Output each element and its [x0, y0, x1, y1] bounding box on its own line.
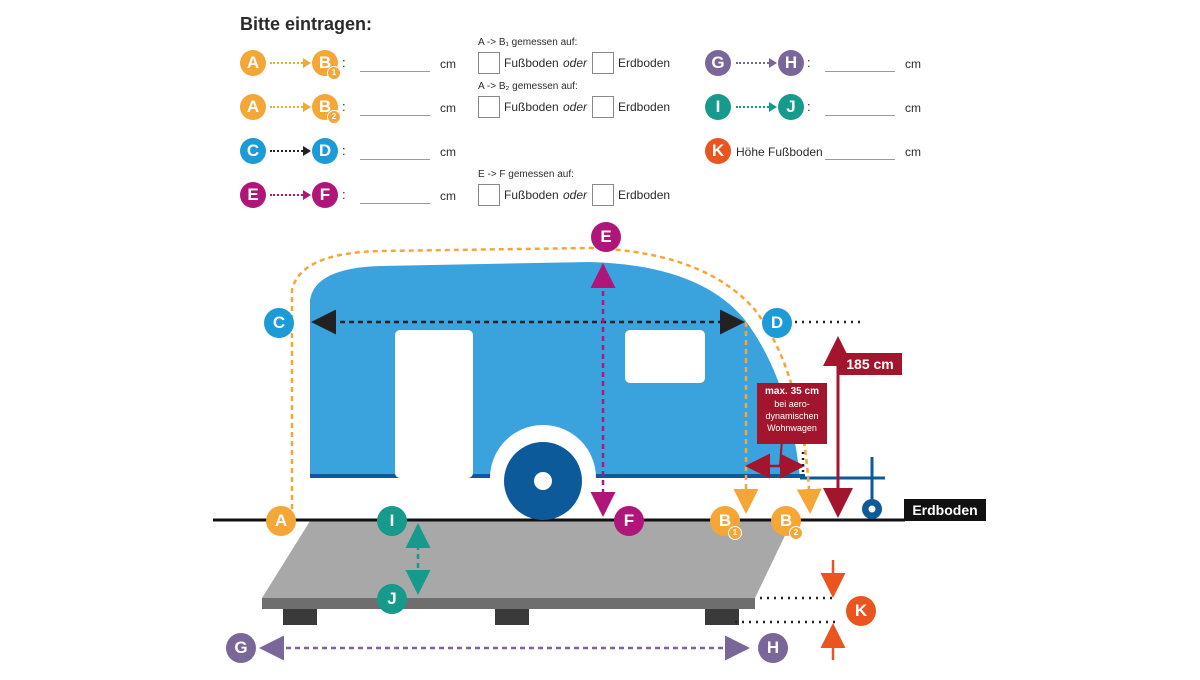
badge-k: K	[705, 138, 731, 164]
max-35-box: max. 35 cm bei aero- dynamischen Wohnwag…	[757, 383, 827, 444]
label-oder: oder	[563, 188, 588, 202]
platform-support	[495, 609, 529, 625]
label-oder: oder	[563, 100, 588, 114]
unit-cm: cm	[905, 145, 921, 159]
checkbox-ab1-floor[interactable]	[478, 52, 500, 74]
badge-d: D	[312, 138, 338, 164]
diagram-badge-sub-2: 2	[789, 526, 803, 540]
colon: :	[807, 99, 811, 114]
unit-cm: cm	[440, 189, 456, 203]
platform-support	[283, 609, 317, 625]
diagram-badge-c: C	[264, 308, 294, 338]
label-ground: Erdboden	[618, 56, 671, 70]
label-floor: Fußboden	[504, 56, 559, 70]
badge-e: E	[240, 182, 266, 208]
colon: :	[807, 55, 811, 70]
arrowhead	[303, 190, 311, 200]
arrowhead	[769, 102, 777, 112]
badge-a: A	[240, 50, 266, 76]
arrow-dotted	[270, 150, 306, 152]
platform-support	[705, 609, 739, 625]
measure-ab1-label: A -> B₁ gemessen auf:	[478, 37, 578, 48]
pointer-35	[779, 439, 783, 467]
checkbox-ab1-ground[interactable]	[592, 52, 614, 74]
badge-sub-1: 1	[327, 66, 341, 80]
label-oder: oder	[563, 56, 588, 70]
colon: :	[342, 99, 346, 114]
max-35-line2: dynamischen	[765, 411, 819, 421]
max-35-title: max. 35 cm	[765, 386, 819, 397]
diagram-badge-g: G	[226, 633, 256, 663]
arrow-dotted	[736, 106, 772, 108]
ground-label-box: Erdboden	[904, 499, 986, 521]
checkbox-ef-floor[interactable]	[478, 184, 500, 206]
colon: :	[342, 143, 346, 158]
diagram-badge-e: E	[591, 222, 621, 252]
arrow-dotted	[270, 62, 306, 64]
unit-cm: cm	[440, 145, 456, 159]
colon: :	[342, 55, 346, 70]
wheel-hub	[534, 472, 552, 490]
input-ab2[interactable]	[360, 115, 430, 116]
form-title: Bitte eintragen:	[240, 14, 373, 34]
badge-a: A	[240, 94, 266, 120]
arrowhead	[303, 146, 311, 156]
height-label: 185 cm	[846, 356, 894, 372]
arrow-dotted	[736, 62, 772, 64]
unit-cm: cm	[440, 57, 456, 71]
measure-ab2-label: A -> B₂ gemessen auf:	[478, 81, 578, 92]
badge-j: J	[778, 94, 804, 120]
caravan-window	[625, 330, 705, 383]
checkbox-ab2-floor[interactable]	[478, 96, 500, 118]
diagram-badge-h: H	[758, 633, 788, 663]
colon: :	[342, 187, 346, 202]
ground-label: Erdboden	[912, 502, 978, 518]
label-floor: Fußboden	[504, 100, 559, 114]
badge-g: G	[705, 50, 731, 76]
height-label-box: 185 cm	[838, 353, 902, 375]
arrowhead	[769, 58, 777, 68]
floor-platform	[262, 521, 792, 598]
label-floor: Fußboden	[504, 188, 559, 202]
arrowhead	[303, 58, 311, 68]
badge-sub-2: 2	[327, 110, 341, 124]
diagram-badge-d: D	[762, 308, 792, 338]
input-ab1[interactable]	[360, 71, 430, 72]
checkbox-ab2-ground[interactable]	[592, 96, 614, 118]
max-35-line1: bei aero-	[774, 399, 810, 409]
diagram-badge-j: J	[377, 584, 407, 614]
checkbox-ef-ground[interactable]	[592, 184, 614, 206]
measure-ef-label: E -> F gemessen auf:	[478, 169, 574, 180]
label-ground: Erdboden	[618, 188, 671, 202]
jockey-hub	[868, 505, 876, 513]
badge-c: C	[240, 138, 266, 164]
max-35-line3: Wohnwagen	[767, 423, 817, 433]
diagram-badge-sub-1: 1	[728, 526, 742, 540]
input-cd[interactable]	[360, 159, 430, 160]
badge-h: H	[778, 50, 804, 76]
arrow-dotted	[270, 194, 306, 196]
label-floor-height: Höhe Fußboden	[736, 145, 823, 159]
diagram-badge-i: I	[377, 506, 407, 536]
diagram-badge-k: K	[846, 596, 876, 626]
diagram-badge-a: A	[266, 506, 296, 536]
unit-cm: cm	[440, 101, 456, 115]
input-ef[interactable]	[360, 203, 430, 204]
unit-cm: cm	[905, 57, 921, 71]
arrowhead	[303, 102, 311, 112]
unit-cm: cm	[905, 101, 921, 115]
input-gh[interactable]	[825, 71, 895, 72]
input-ij[interactable]	[825, 115, 895, 116]
arrow-dotted	[270, 106, 306, 108]
badge-i: I	[705, 94, 731, 120]
badge-f: F	[312, 182, 338, 208]
diagram-badge-f: F	[614, 506, 644, 536]
input-k[interactable]	[825, 159, 895, 160]
label-ground: Erdboden	[618, 100, 671, 114]
caravan-door	[395, 330, 473, 478]
floor-platform-edge	[262, 598, 755, 609]
